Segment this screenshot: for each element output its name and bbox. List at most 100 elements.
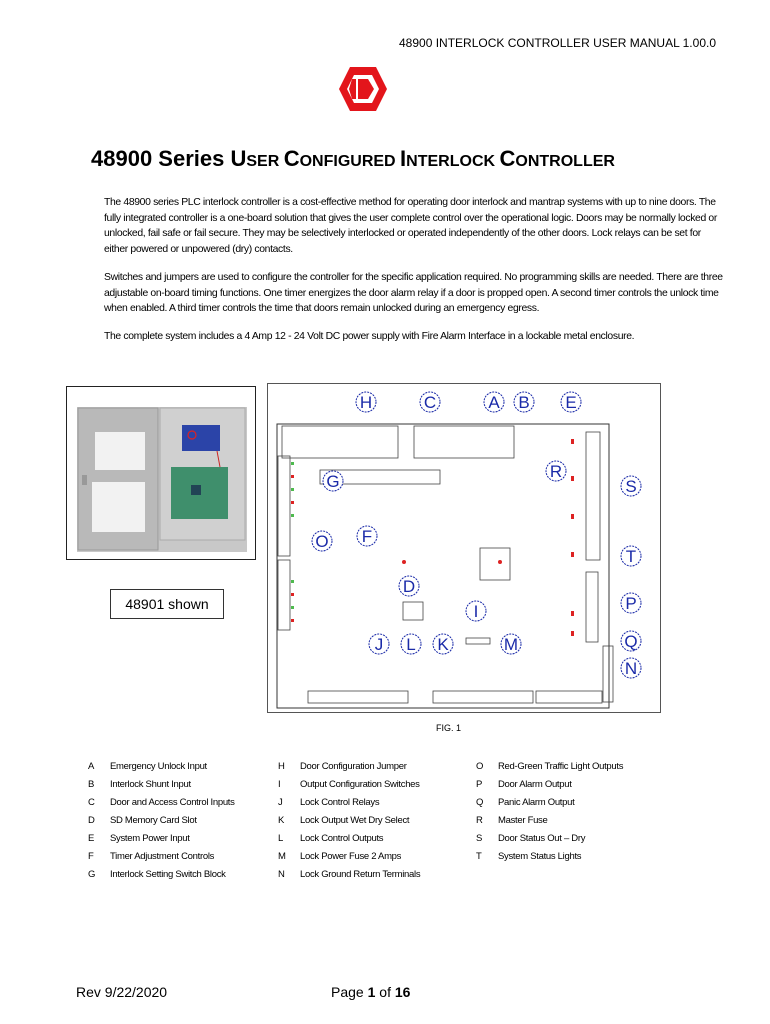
callout-label: Q — [624, 632, 637, 651]
legend-item: F Timer Adjustment Controls — [88, 848, 278, 866]
hexagon-d-logo — [339, 67, 387, 111]
legend-text: Lock Ground Return Terminals — [300, 869, 421, 880]
callout-label: M — [504, 635, 518, 654]
intro-paragraph-3: The complete system includes a 4 Amp 12 … — [104, 331, 635, 342]
running-header: 48900 INTERLOCK CONTROLLER USER MANUAL 1… — [399, 36, 716, 50]
callout-label: J — [375, 635, 384, 654]
legend-text: SD Memory Card Slot — [110, 815, 197, 826]
callout-circle — [620, 657, 642, 679]
callout-circle — [368, 633, 390, 655]
legend-key: A — [88, 761, 95, 772]
callout-label: S — [625, 477, 636, 496]
legend-item: B Interlock Shunt Input — [88, 776, 278, 794]
callout-circle — [322, 470, 344, 492]
legend-text: Lock Power Fuse 2 Amps — [300, 851, 402, 862]
legend-item: L Lock Control Outputs — [278, 830, 478, 848]
legend-key: S — [476, 833, 483, 844]
callout-label: R — [550, 462, 562, 481]
callout-label: L — [406, 635, 415, 654]
legend-key: L — [278, 833, 283, 844]
legend-text: Output Configuration Switches — [300, 779, 420, 790]
figure-label: FIG. 1 — [436, 723, 462, 733]
legend-key: F — [88, 851, 94, 862]
page-number: Page 1 of 16 — [331, 984, 411, 1000]
callout-circle — [620, 475, 642, 497]
callout-circle — [620, 545, 642, 567]
callout-circle — [311, 530, 333, 552]
callout-label: A — [488, 393, 500, 412]
callout-circle — [356, 525, 378, 547]
callout-label: G — [326, 472, 339, 491]
legend-text: Lock Control Outputs — [300, 833, 384, 844]
legend-text: Interlock Shunt Input — [110, 779, 191, 790]
legend-key: O — [476, 761, 484, 772]
legend-text: Lock Control Relays — [300, 797, 380, 808]
legend-key: E — [88, 833, 95, 844]
enclosure-photo — [66, 386, 256, 560]
callout-circle — [560, 391, 582, 413]
legend-text: System Status Lights — [498, 851, 582, 862]
callout-circle — [400, 633, 422, 655]
callout-circle — [620, 630, 642, 652]
callout-label: B — [518, 393, 529, 412]
photo-caption: 48901 shown — [110, 589, 224, 619]
legend-item: T System Status Lights — [476, 848, 676, 866]
callout-circle — [419, 391, 441, 413]
legend-item: J Lock Control Relays — [278, 794, 478, 812]
legend-item: E System Power Input — [88, 830, 278, 848]
legend-text: Door Configuration Jumper — [300, 761, 407, 772]
callout-label: O — [315, 532, 328, 551]
callout-circle — [432, 633, 454, 655]
callout-label: C — [424, 393, 436, 412]
legend-text: Panic Alarm Output — [498, 797, 575, 808]
callout-label: P — [625, 594, 636, 613]
callout-label: F — [362, 527, 372, 546]
callout-circle — [398, 575, 420, 597]
legend-item: S Door Status Out – Dry — [476, 830, 676, 848]
legend-item: Q Panic Alarm Output — [476, 794, 676, 812]
callout-label: I — [474, 602, 479, 621]
legend-text: Door Status Out – Dry — [498, 833, 586, 844]
legend-item: I Output Configuration Switches — [278, 776, 478, 794]
callout-circle — [620, 592, 642, 614]
callout-circle — [500, 633, 522, 655]
callout-label: N — [625, 659, 637, 678]
intro-paragraph-2: Switches and jumpers are used to configu… — [104, 272, 723, 315]
legend-text: Door and Access Control Inputs — [110, 797, 235, 808]
legend-key: C — [88, 797, 95, 808]
page-title: 48900 Series USER CONFIGURED INTERLOCK C… — [91, 146, 615, 171]
callout-label: H — [360, 393, 372, 412]
callout-label: T — [626, 547, 636, 566]
callout-circle — [545, 460, 567, 482]
legend-text: Door Alarm Output — [498, 779, 572, 790]
legend-key: J — [278, 797, 283, 808]
callout-label: K — [437, 635, 449, 654]
legend-item: C Door and Access Control Inputs — [88, 794, 278, 812]
legend-key: T — [476, 851, 482, 862]
callout-label: E — [565, 393, 576, 412]
intro-paragraph-1: The 48900 series PLC interlock controlle… — [104, 197, 717, 255]
callout-label: D — [403, 577, 415, 596]
legend-text: System Power Input — [110, 833, 190, 844]
legend-key: D — [88, 815, 95, 826]
legend-key: K — [278, 815, 285, 826]
legend-text: Master Fuse — [498, 815, 548, 826]
legend-key: Q — [476, 797, 484, 808]
callout-circle — [465, 600, 487, 622]
callout-circle — [355, 391, 377, 413]
callout-circle — [513, 391, 535, 413]
legend-key: I — [278, 779, 281, 790]
callout-circle — [483, 391, 505, 413]
legend-text: Timer Adjustment Controls — [110, 851, 215, 862]
legend-text: Interlock Setting Switch Block — [110, 869, 226, 880]
legend-key: B — [88, 779, 95, 790]
